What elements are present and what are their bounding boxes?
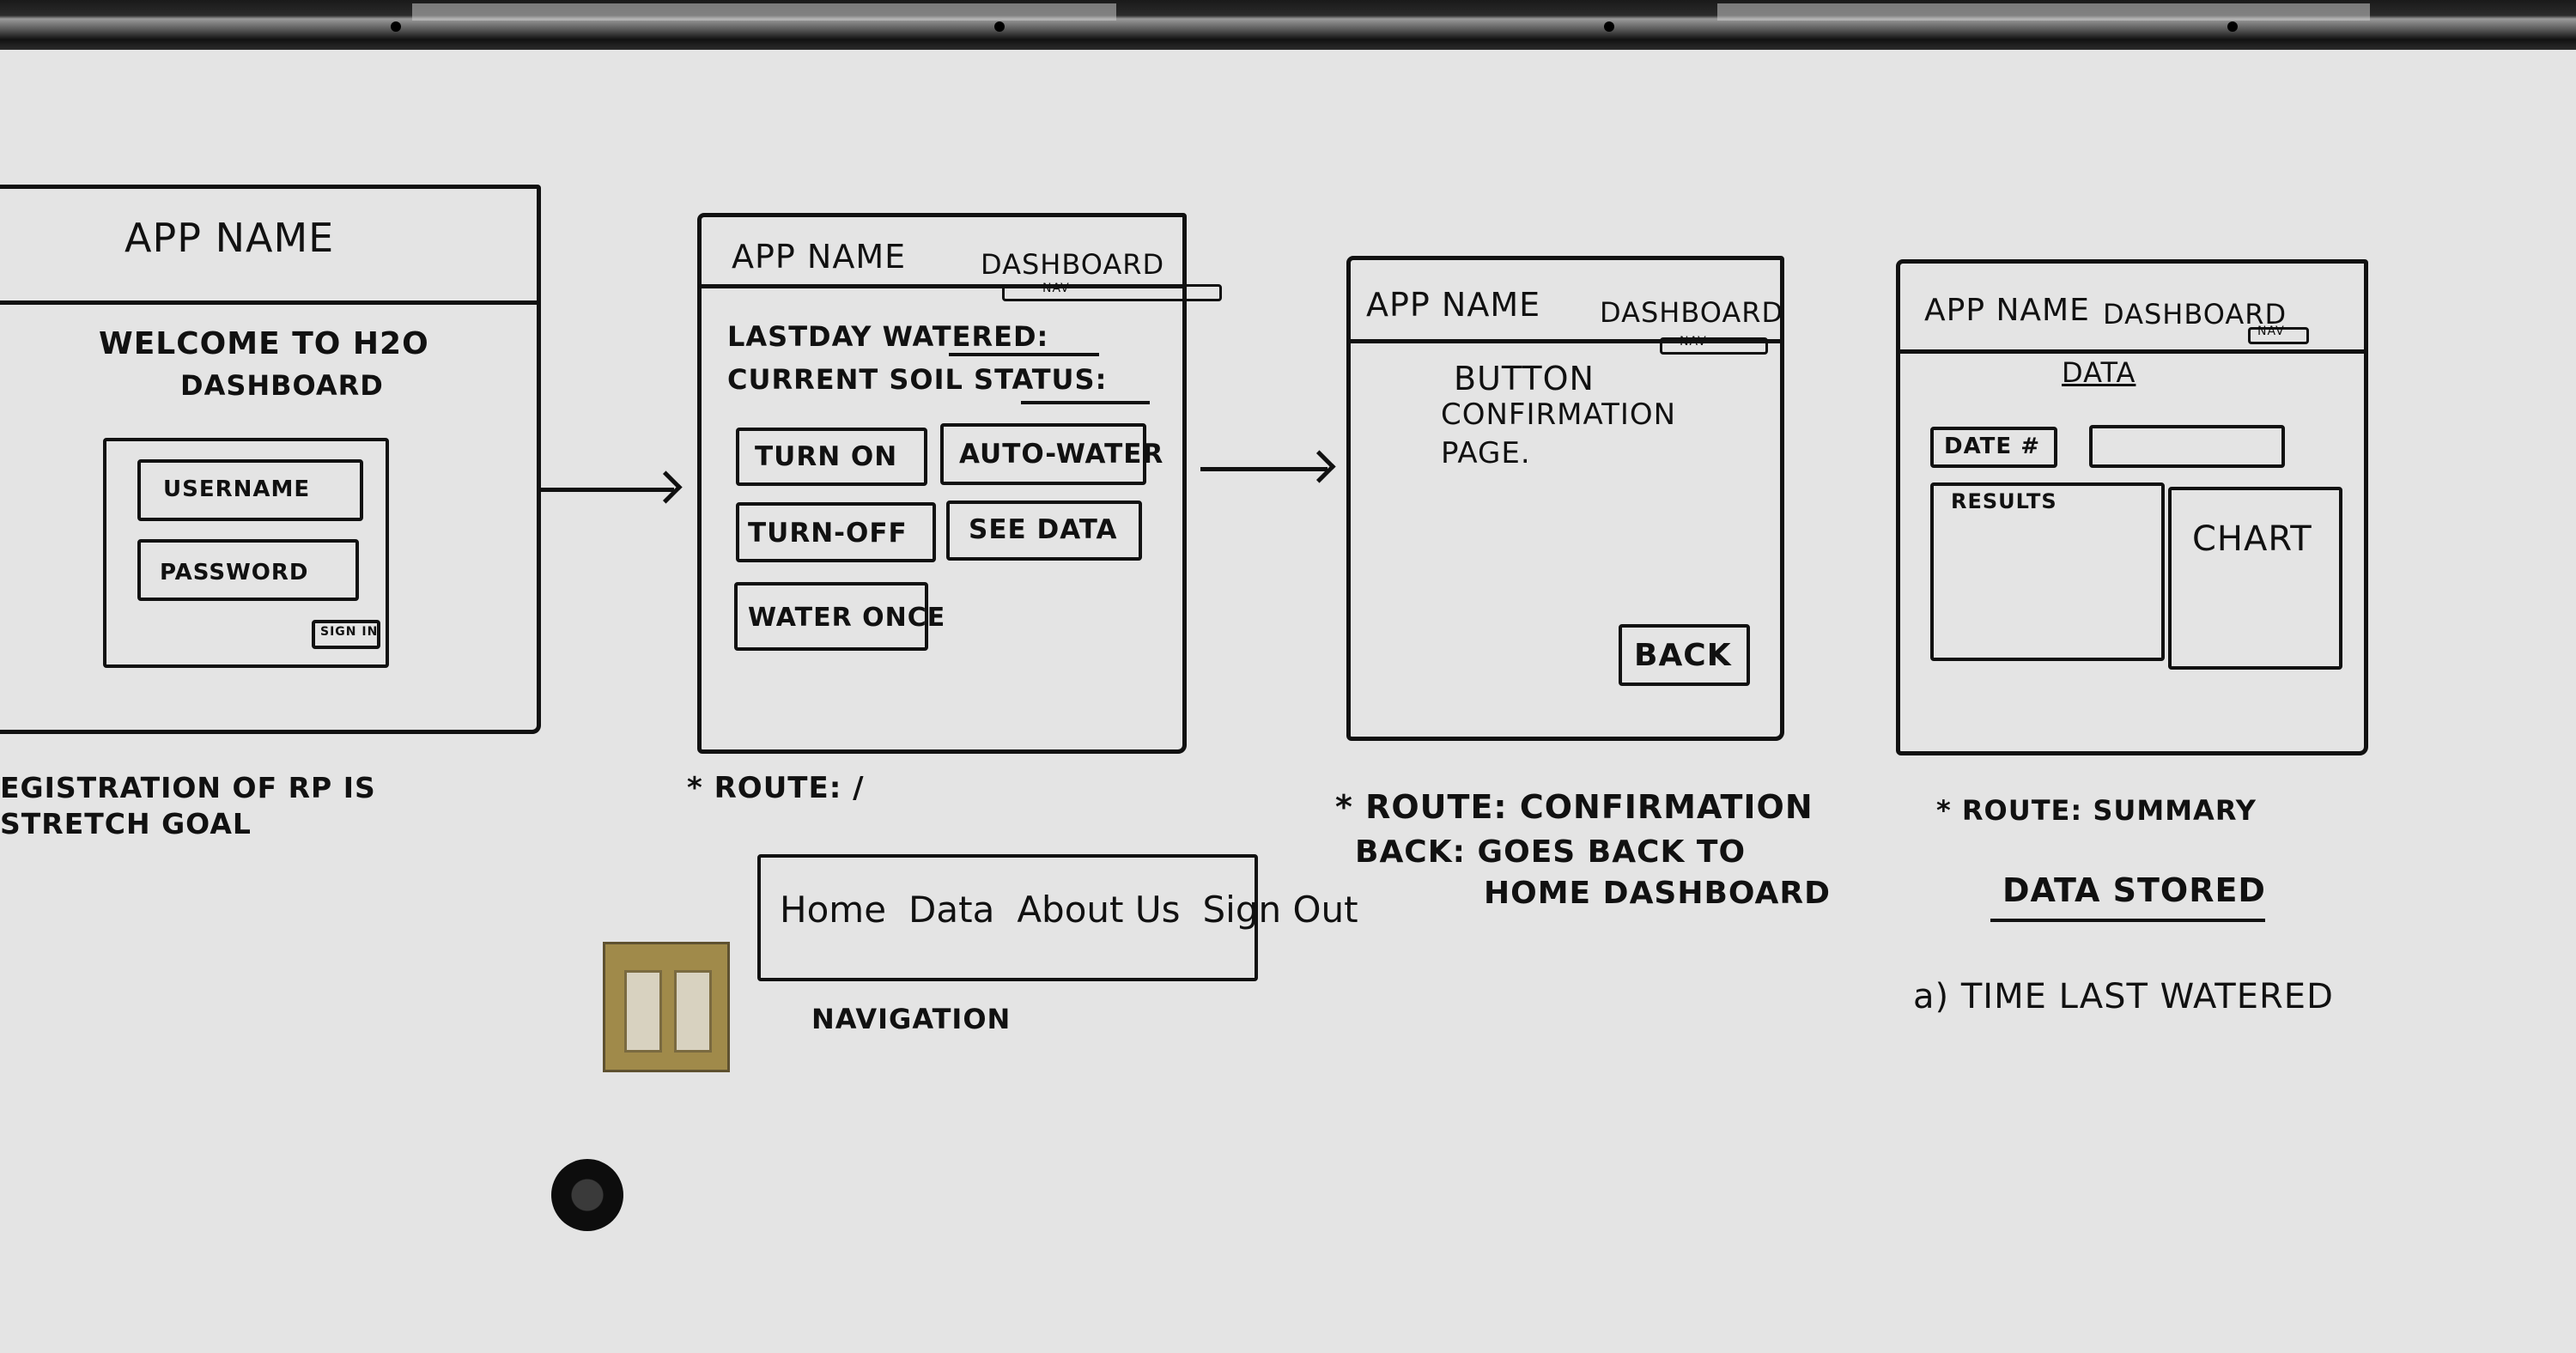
confirmation-body-line-1: BUTTON	[1454, 360, 1595, 397]
turn-on-button[interactable]: TURN ON	[736, 428, 927, 486]
water-once-label: WATER ONCE	[748, 603, 946, 633]
see-data-button[interactable]: SEE DATA	[946, 501, 1142, 561]
back-button[interactable]: BACK	[1619, 624, 1750, 686]
login-screen-sketch: APP NAME WELCOME TO H2O DASHBOARD USERNA…	[0, 185, 541, 734]
data-stored-heading: DATA STORED	[2002, 871, 2266, 909]
date-input[interactable]	[2089, 425, 2285, 468]
registration-note-line-2: STRETCH GOAL	[0, 807, 252, 840]
confirmation-screen-sketch: APP NAME DASHBOARD NAV BUTTON CONFIRMATI…	[1346, 256, 1784, 741]
data-app-name: APP NAME	[1924, 293, 2090, 328]
flow-arrow-icon	[541, 488, 674, 492]
screw-icon	[1604, 21, 1614, 32]
signin-button[interactable]: SIGN IN	[312, 620, 380, 649]
dashboard-page-name: DASHBOARD	[981, 248, 1165, 281]
welcome-dashboard-text: DASHBOARD	[180, 369, 384, 402]
nav-label: NAV	[2257, 325, 2285, 338]
nav-menu[interactable]: NAV	[2248, 325, 2309, 344]
water-once-button[interactable]: WATER ONCE	[734, 582, 945, 651]
screw-icon	[391, 21, 401, 32]
wall-knob	[551, 1159, 623, 1231]
confirmation-body-line-2: CONFIRMATION	[1441, 397, 1677, 432]
dashboard-route-note: * ROUTE: /	[687, 771, 865, 805]
soil-status-label: CURRENT SOIL STATUS:	[727, 363, 1108, 396]
back-label: BACK	[1634, 638, 1732, 673]
nav-item-sign-out[interactable]: Sign Out	[1202, 889, 1358, 931]
turn-on-label: TURN ON	[755, 441, 898, 472]
nav-item-data[interactable]: Data	[908, 889, 995, 931]
light-switch-plate	[603, 942, 730, 1072]
username-label: USERNAME	[163, 476, 311, 502]
last-watered-label: LASTDAY WATERED:	[727, 320, 1049, 353]
navigation-caption: NAVIGATION	[811, 1003, 1012, 1035]
password-field[interactable]: PASSWORD	[137, 539, 359, 601]
data-stored-item: a) TIME LAST WATERED	[1913, 977, 2334, 1016]
nav-label: NAV	[1680, 335, 1707, 349]
nav-menu[interactable]: NAV	[1002, 282, 1222, 301]
turn-off-label: TURN-OFF	[748, 518, 908, 549]
whiteboard-frame-edge	[0, 0, 2576, 50]
dashboard-app-name: APP NAME	[732, 238, 907, 276]
login-form	[103, 438, 389, 668]
screw-icon	[994, 21, 1005, 32]
signin-label: SIGN IN	[320, 625, 379, 639]
confirmation-page-name: DASHBOARD	[1600, 296, 1784, 329]
summary-route-note: * ROUTE: SUMMARY	[1936, 794, 2257, 827]
data-title: DATA	[2062, 356, 2136, 389]
confirmation-back-note-2: HOME DASHBOARD	[1484, 876, 1832, 911]
flow-arrow-icon	[1200, 467, 1327, 471]
welcome-text: WELCOME TO H2O	[99, 326, 429, 361]
data-screen-sketch: APP NAME DASHBOARD NAV DATA DATE # RESUL…	[1896, 259, 2368, 755]
confirmation-route-note: * ROUTE: CONFIRMATION	[1335, 788, 1814, 826]
date-select[interactable]: DATE #	[1930, 427, 2057, 468]
date-label: DATE #	[1944, 434, 2041, 459]
confirmation-app-name: APP NAME	[1366, 286, 1541, 324]
confirmation-body-line-3: PAGE.	[1441, 436, 1531, 470]
data-page-name: DASHBOARD	[2103, 298, 2287, 331]
auto-water-button[interactable]: AUTO-WATER	[940, 423, 1163, 485]
see-data-label: SEE DATA	[969, 514, 1118, 545]
confirmation-back-note: BACK: GOES BACK TO	[1355, 834, 1747, 870]
chart-panel: CHART	[2168, 487, 2342, 670]
auto-water-label: AUTO-WATER	[959, 439, 1164, 470]
nav-menu[interactable]: NAV	[1660, 335, 1768, 355]
login-app-name: APP NAME	[125, 215, 335, 261]
dashboard-screen-sketch: APP NAME DASHBOARD NAV LASTDAY WATERED: …	[697, 213, 1222, 754]
chart-label: CHART	[2192, 519, 2312, 559]
password-label: PASSWORD	[160, 560, 309, 585]
screw-icon	[2227, 21, 2238, 32]
nav-item-about-us[interactable]: About Us	[1017, 889, 1181, 931]
nav-item-home[interactable]: Home	[780, 889, 887, 931]
nav-label: NAV	[1042, 282, 1070, 295]
results-panel: RESULTS	[1930, 482, 2165, 661]
navigation-bar-sketch: Home Data About Us Sign Out	[757, 854, 1358, 981]
turn-off-button[interactable]: TURN-OFF	[736, 502, 936, 562]
registration-note-line-1: EGISTRATION OF RP IS	[0, 771, 376, 804]
results-label: RESULTS	[1951, 489, 2057, 513]
username-field[interactable]: USERNAME	[137, 459, 363, 521]
